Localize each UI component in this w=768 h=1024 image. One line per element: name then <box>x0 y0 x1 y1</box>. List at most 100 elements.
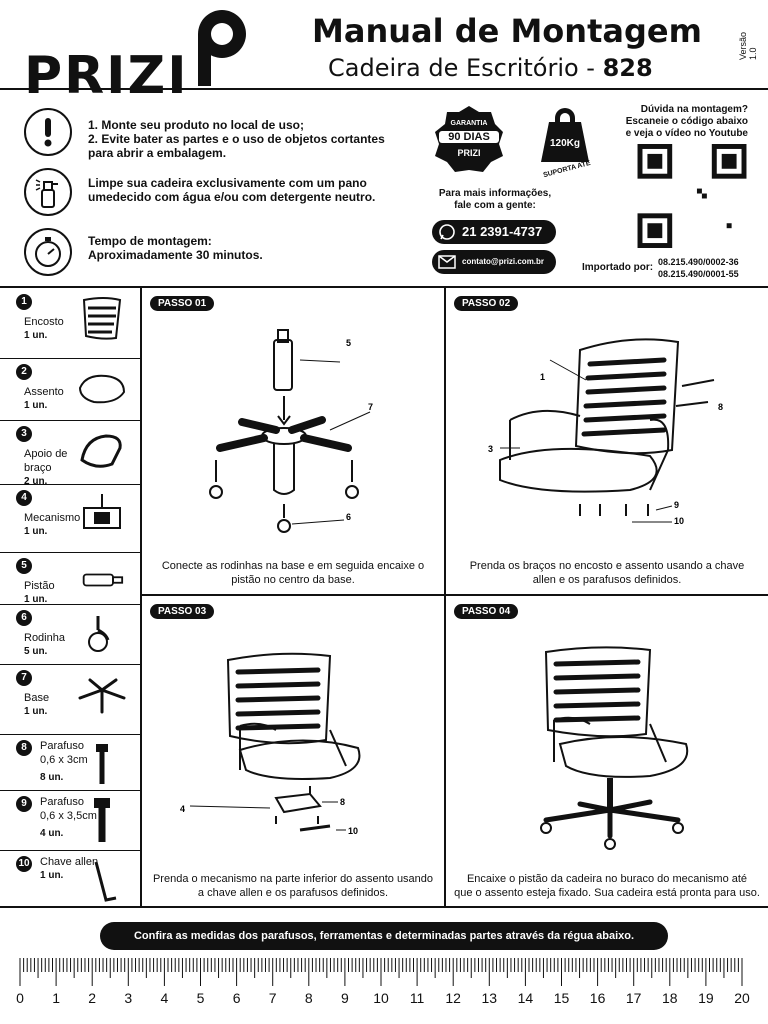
ruler-number: 6 <box>232 990 241 1006</box>
svg-text:8: 8 <box>718 402 723 412</box>
step-1-illustration: 5 7 6 <box>209 329 373 533</box>
email-pill[interactable]: contato@prizi.com.br <box>432 250 556 274</box>
part-name: Pistão <box>24 580 55 592</box>
ruler-number: 2 <box>88 990 97 1006</box>
part-name: Rodinha <box>24 632 65 644</box>
step-2-illustration: 1 8 3 9 10 <box>488 338 723 526</box>
part-name: Encosto <box>24 316 64 328</box>
step-3-illustration: 4 8 10 <box>180 652 361 836</box>
step-3-badge: PASSO 03 <box>150 604 215 619</box>
ruler-number: 19 <box>698 990 714 1006</box>
svg-text:3: 3 <box>488 444 493 454</box>
part-number-badge: 3 <box>16 426 32 442</box>
warning-text-3: Tempo de montagem:Aproximadamente 30 min… <box>88 234 263 262</box>
screw-icon <box>94 798 110 842</box>
parts-row-divider <box>0 604 140 605</box>
stopwatch-icon <box>24 228 72 276</box>
part-qty: 8 un. <box>40 772 64 783</box>
ruler-number: 14 <box>517 990 534 1006</box>
part-number-badge: 4 <box>16 490 32 506</box>
part-name: Assento <box>24 386 64 398</box>
armrest-icon <box>80 434 122 468</box>
parts-row-divider <box>0 850 140 851</box>
part-qty: 1 un. <box>40 870 64 881</box>
part-qty: 4 un. <box>40 828 64 839</box>
ruler-number: 5 <box>196 990 205 1006</box>
parts-row-divider <box>0 552 140 553</box>
part-qty: 1 un. <box>24 330 48 341</box>
parts-row-divider <box>0 484 140 485</box>
divider <box>0 88 768 90</box>
ruler-number: 10 <box>373 990 389 1006</box>
ruler-number: 3 <box>124 990 133 1006</box>
part-number-badge: 1 <box>16 294 32 310</box>
phone-pill[interactable]: 21 2391-4737 <box>432 220 556 244</box>
part-qty: 1 un. <box>24 400 48 411</box>
ruler-number: 13 <box>481 990 498 1006</box>
svg-text:10: 10 <box>348 826 358 836</box>
weight-value: 120Kg <box>549 138 580 149</box>
part-qty: 5 un. <box>24 646 48 657</box>
ruler-number: 8 <box>304 990 313 1006</box>
step-4-caption: Encaixe o pistão da cadeira no buraco do… <box>454 873 760 899</box>
guarantee-days: 90 DIAS <box>439 131 499 143</box>
page-subtitle: Cadeira de Escritório - 828 <box>328 54 653 82</box>
step-1-caption: Conecte as rodinhas na base e em seguida… <box>161 560 425 586</box>
parts-row-divider <box>0 664 140 665</box>
guarantee-brand: PRIZI <box>457 148 481 158</box>
svg-text:4: 4 <box>180 804 185 814</box>
ruler-number: 18 <box>662 990 678 1006</box>
part-number-badge: 6 <box>16 610 32 626</box>
part-name: Chave allen <box>40 856 99 868</box>
ruler-number: 20 <box>734 990 750 1006</box>
parts-row-divider <box>0 358 140 359</box>
part-number-badge: 8 <box>16 740 32 756</box>
part-number-badge: 2 <box>16 364 32 380</box>
ruler-number: 0 <box>16 990 24 1006</box>
logo-text: PRIZI <box>24 46 189 106</box>
subtitle-prefix: Cadeira de Escritório - <box>328 54 603 82</box>
qr-code[interactable] <box>637 144 747 248</box>
part-qty: 1 un. <box>24 594 48 605</box>
model-number: 828 <box>602 54 653 82</box>
base-icon <box>78 678 126 714</box>
part-name-line-2: braço <box>24 462 52 474</box>
svg-text:9: 9 <box>674 500 679 510</box>
part-size: 0,6 x 3cm <box>40 754 88 766</box>
step-3-caption: Prenda o mecanismo na parte inferior do … <box>152 873 434 899</box>
part-name: Parafuso <box>40 796 85 808</box>
step-2-badge: PASSO 02 <box>454 296 519 311</box>
step-2-caption: Prenda os braços no encosto e assento us… <box>469 560 745 586</box>
backrest-icon <box>82 297 122 340</box>
ruler-number: 11 <box>409 990 425 1006</box>
part-number-badge: 9 <box>16 796 32 812</box>
part-name: Mecanismo <box>24 512 81 524</box>
piston-icon <box>82 573 124 587</box>
contact-lead: Para mais informações,fale com a gente: <box>438 188 552 211</box>
step-4-illustration <box>540 646 689 850</box>
step-1-badge: PASSO 01 <box>150 296 215 311</box>
parts-divider <box>140 286 142 908</box>
caster-icon <box>88 616 110 652</box>
part-size: 0,6 x 3,5cm <box>40 810 97 822</box>
ruler-number: 15 <box>553 990 570 1006</box>
seat-icon <box>78 374 126 404</box>
ruler-number: 7 <box>268 990 277 1006</box>
svg-text:10: 10 <box>674 516 684 526</box>
ruler-ticks <box>19 958 743 986</box>
part-name: Parafuso <box>40 740 85 752</box>
weight-capacity: 120Kg SUPORTA ATÉ <box>535 104 595 184</box>
mail-icon <box>438 255 456 269</box>
exclamation-icon <box>24 108 72 156</box>
step-4-badge: PASSO 04 <box>454 604 519 619</box>
part-number-badge: 10 <box>16 856 32 872</box>
version-label: Versão 1.0 <box>738 31 758 60</box>
svg-text:8: 8 <box>340 797 345 807</box>
warning-text-1: 1. Monte seu produto no local de uso;2. … <box>88 118 385 160</box>
screw-icon <box>96 744 108 784</box>
phone-number: 21 2391-4737 <box>462 224 543 239</box>
guarantee-top: GARANTIA <box>450 120 488 127</box>
part-name: Base <box>24 692 50 704</box>
part-number-badge: 7 <box>16 670 32 686</box>
